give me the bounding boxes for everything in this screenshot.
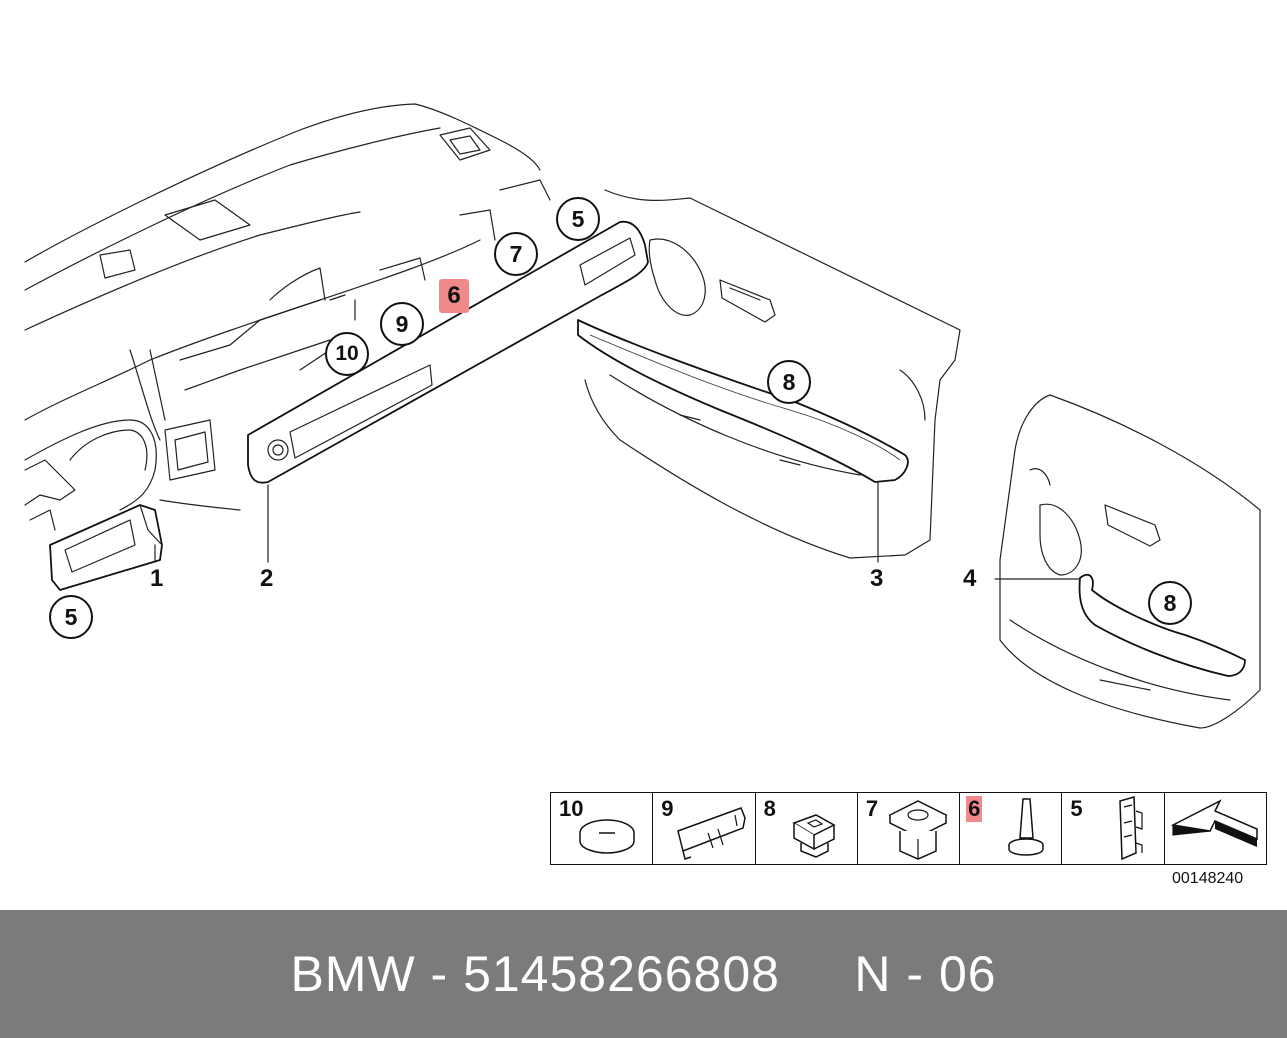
- callout-7: 7: [494, 232, 538, 276]
- legend-item-6-highlighted: 6: [960, 793, 1063, 864]
- legend-item-9: 9: [653, 793, 756, 864]
- spring-clip-icon: [1119, 796, 1144, 861]
- callout-8-rear-door: 8: [1148, 581, 1192, 625]
- rear-door-drawing: [999, 394, 1261, 729]
- oval-plug-icon: [579, 819, 635, 854]
- reference-code: 00148240: [1172, 870, 1244, 887]
- diagram-drawing: [24, 103, 1261, 729]
- legend-item-8: 8: [756, 793, 858, 864]
- callout-9: 9: [380, 302, 424, 346]
- part-2-drawing: [247, 220, 649, 484]
- callout-5-dashboard: 5: [556, 197, 600, 241]
- direction-arrow-icon: [1170, 799, 1258, 847]
- part-number-3: 3: [870, 565, 884, 592]
- legend-number: 9: [661, 796, 674, 821]
- legend-item-arrow: [1165, 793, 1266, 864]
- square-clip-nut-icon: [791, 814, 836, 858]
- legend-number: 8: [763, 796, 776, 821]
- pin-rivet-icon: [1008, 798, 1044, 856]
- legend-item-5: 5: [1062, 793, 1165, 864]
- part-number-2: 2: [260, 565, 274, 592]
- door-panel-drawing: [577, 189, 961, 559]
- leader-lines: [154, 481, 1081, 580]
- dashboard-drawing: [24, 103, 551, 531]
- parts-diagram: 5 7 6 9 10 8 5 8 1 2 3 4: [24, 103, 1261, 729]
- callout-6-highlighted: 6: [439, 279, 469, 313]
- legend-item-10: 10: [551, 793, 654, 864]
- expanding-clip-icon: [888, 800, 948, 860]
- part-number-4: 4: [963, 565, 977, 592]
- legend-number: 5: [1070, 796, 1083, 821]
- legend-item-7: 7: [858, 793, 961, 864]
- part-number-caption: BMW - 51458266808 N - 06: [290, 946, 997, 1002]
- callout-10: 10: [325, 332, 369, 376]
- parts-legend: 10 9 8 7: [550, 792, 1267, 865]
- legend-number: 6: [966, 796, 983, 822]
- legend-number: 7: [865, 796, 879, 821]
- footer-bar: BMW - 51458266808 N - 06: [0, 910, 1287, 1038]
- part-number-1: 1: [150, 565, 164, 592]
- bracket-clip-icon: [677, 807, 747, 860]
- callout-5-left: 5: [49, 595, 93, 639]
- legend-number: 10: [559, 796, 584, 821]
- callout-8-door: 8: [767, 360, 811, 404]
- part-1-drawing: [49, 504, 163, 591]
